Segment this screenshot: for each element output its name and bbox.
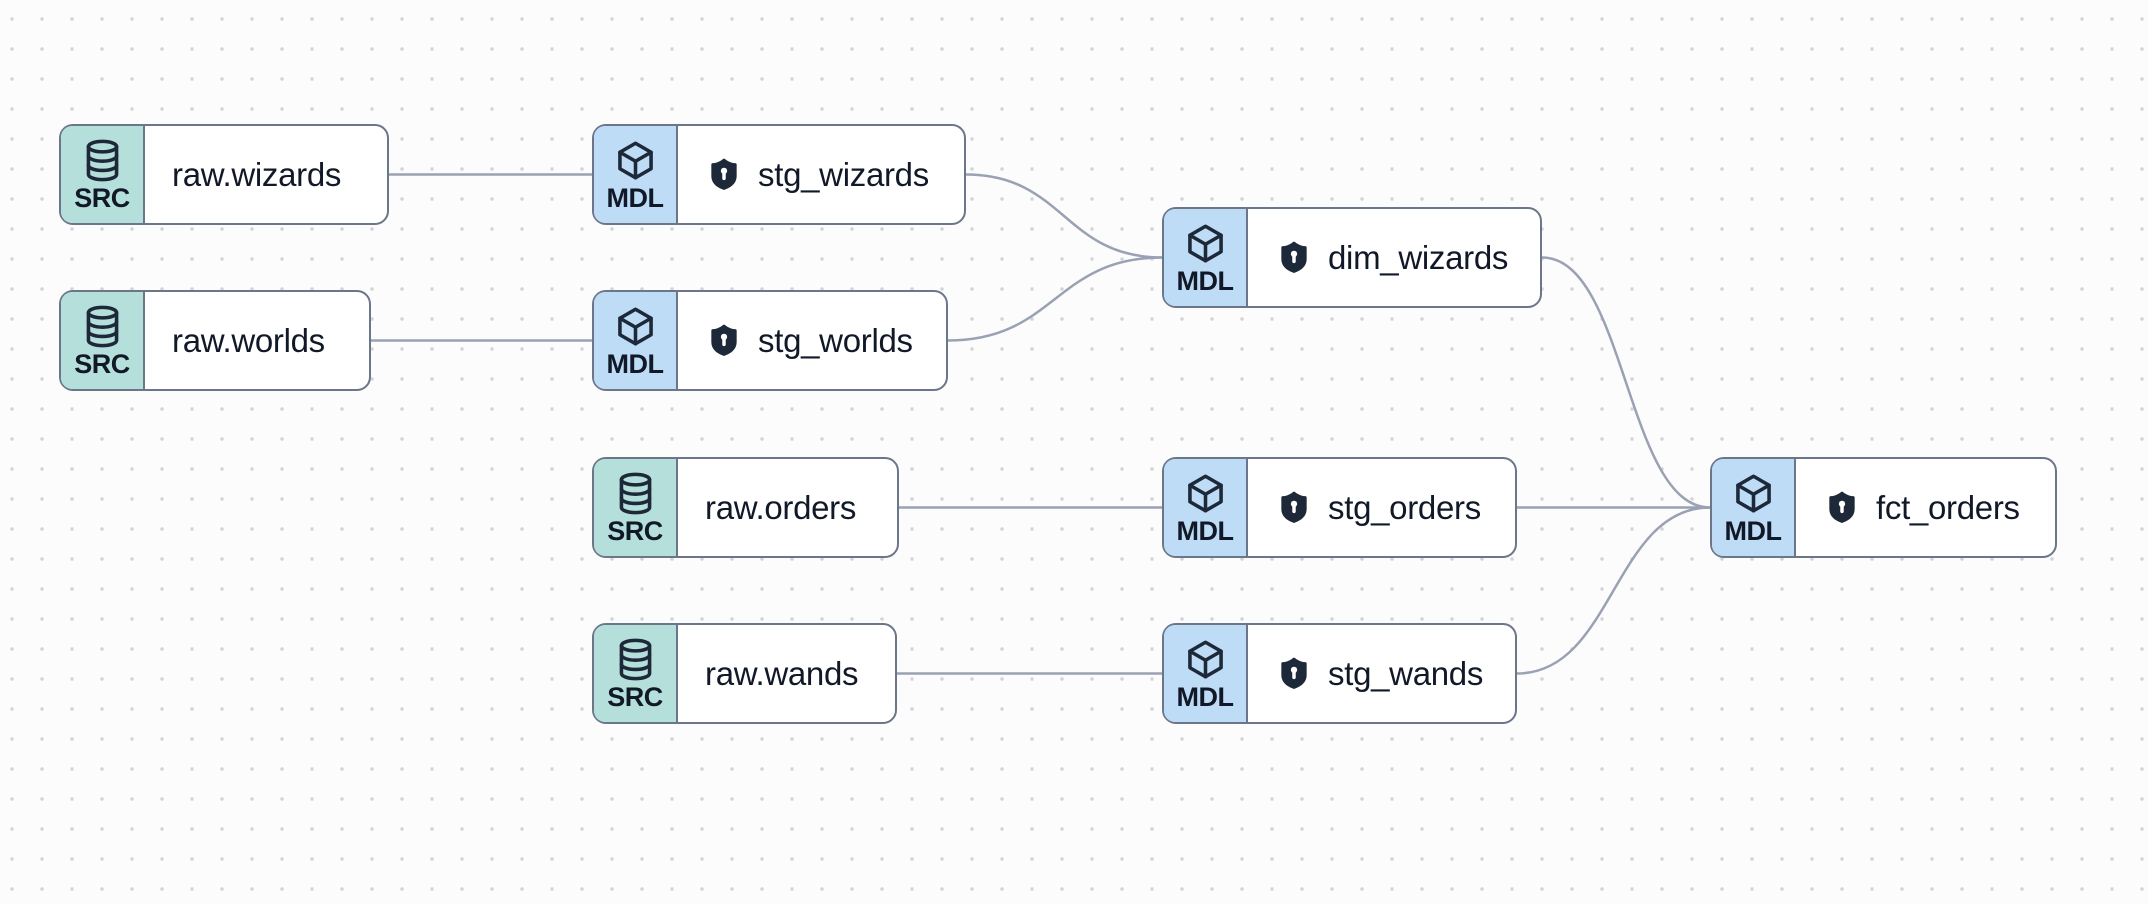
node-label: raw.wizards: [172, 155, 342, 193]
node-type-label: SRC: [74, 182, 130, 213]
cube-icon: [1183, 221, 1228, 266]
cube-icon: [613, 304, 658, 349]
node-body: raw.worlds: [145, 292, 369, 389]
node-body: stg_orders: [1248, 459, 1515, 556]
cube-icon: [1183, 637, 1228, 682]
node-label: raw.worlds: [172, 321, 325, 359]
edge-dim-wizards-to-fct-orders: [1541, 256, 1711, 509]
node-type-label: MDL: [1176, 515, 1234, 546]
node-label: raw.orders: [705, 488, 857, 526]
node-body: raw.wands: [678, 625, 895, 722]
node-body: raw.orders: [678, 459, 897, 556]
cube-icon: [1731, 471, 1776, 516]
node-label: stg_wizards: [758, 155, 929, 193]
node-label: stg_orders: [1328, 488, 1481, 526]
shield-icon: [705, 156, 743, 194]
database-icon: [80, 304, 125, 349]
node-type-label: SRC: [74, 348, 130, 379]
cube-icon: [613, 138, 658, 183]
node-body: dim_wizards: [1248, 209, 1540, 306]
node-label: stg_wands: [1328, 654, 1484, 692]
node-type-badge: MDL: [1164, 625, 1248, 722]
node-body: fct_orders: [1796, 459, 2055, 556]
database-icon: [613, 471, 658, 516]
node-type-label: SRC: [607, 515, 663, 546]
node-label: stg_worlds: [758, 321, 913, 359]
shield-icon: [1275, 239, 1313, 277]
node-stg-worlds[interactable]: MDL stg_worlds: [592, 290, 948, 391]
shield-icon: [1275, 655, 1313, 693]
shield-icon: [705, 322, 743, 360]
node-type-label: MDL: [1176, 265, 1234, 296]
node-type-badge: MDL: [1164, 209, 1248, 306]
node-type-label: MDL: [606, 348, 664, 379]
shield-icon: [1275, 489, 1313, 527]
node-type-label: MDL: [1724, 515, 1782, 546]
node-type-label: SRC: [607, 681, 663, 712]
node-stg-orders[interactable]: MDL stg_orders: [1162, 457, 1517, 558]
node-type-badge: MDL: [594, 292, 678, 389]
cube-icon: [1183, 471, 1228, 516]
node-raw-worlds[interactable]: SRC raw.worlds: [59, 290, 371, 391]
node-fct-orders[interactable]: MDL fct_orders: [1710, 457, 2057, 558]
node-type-badge: MDL: [1164, 459, 1248, 556]
node-raw-wizards[interactable]: SRC raw.wizards: [59, 124, 389, 225]
node-type-badge: SRC: [594, 459, 678, 556]
node-label: fct_orders: [1876, 488, 2020, 526]
node-type-badge: MDL: [594, 126, 678, 223]
node-type-label: MDL: [1176, 681, 1234, 712]
node-body: stg_wands: [1248, 625, 1515, 722]
node-body: raw.wizards: [145, 126, 387, 223]
shield-icon: [1823, 489, 1861, 527]
node-label: raw.wands: [705, 654, 859, 692]
node-type-badge: SRC: [594, 625, 678, 722]
node-raw-wands[interactable]: SRC raw.wands: [592, 623, 897, 724]
node-stg-wands[interactable]: MDL stg_wands: [1162, 623, 1517, 724]
node-body: stg_wizards: [678, 126, 964, 223]
node-raw-orders[interactable]: SRC raw.orders: [592, 457, 899, 558]
edge-stg-worlds-to-dim-wizards: [947, 256, 1163, 342]
node-type-badge: SRC: [61, 292, 145, 389]
node-body: stg_worlds: [678, 292, 946, 389]
node-stg-wizards[interactable]: MDL stg_wizards: [592, 124, 966, 225]
database-icon: [613, 637, 658, 682]
edge-stg-wizards-to-dim-wizards: [965, 173, 1163, 259]
database-icon: [80, 138, 125, 183]
node-type-label: MDL: [606, 182, 664, 213]
node-type-badge: MDL: [1712, 459, 1796, 556]
node-type-badge: SRC: [61, 126, 145, 223]
node-dim-wizards[interactable]: MDL dim_wizards: [1162, 207, 1542, 308]
edge-stg-wands-to-fct-orders: [1516, 506, 1711, 675]
node-label: dim_wizards: [1328, 238, 1509, 276]
